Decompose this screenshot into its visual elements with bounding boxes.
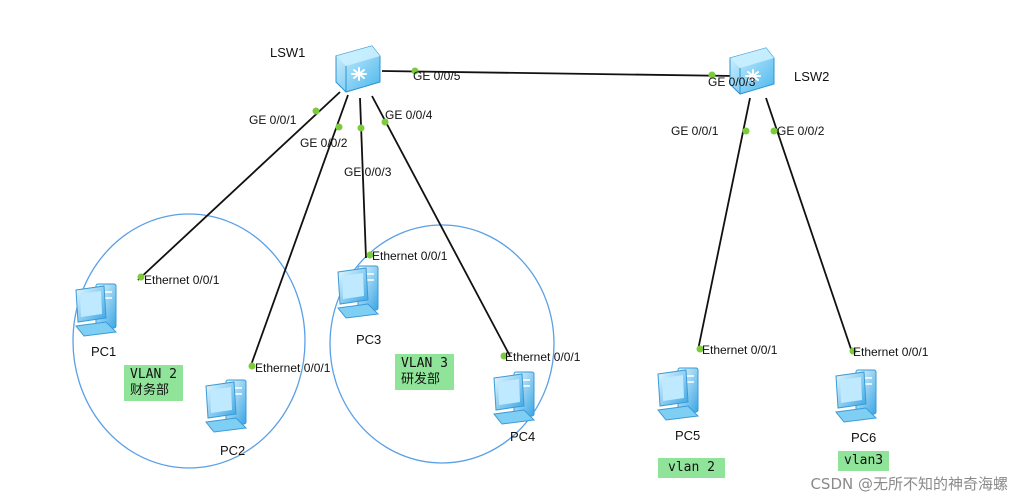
port-label-lsw2-ge003: GE 0/0/3 [708,75,756,89]
port-dot [742,127,750,135]
links-layer [137,70,853,369]
pc-pc3[interactable] [337,265,379,319]
pc-icon [835,369,877,423]
link-lsw1-lsw2 [381,70,736,77]
port-label-lsw1-ge003: GE 0/0/3 [344,165,392,179]
pc-label-pc1: PC1 [91,344,116,359]
switch-label-lsw1: LSW1 [270,45,305,60]
port-label-pc3-eth: Ethernet 0/0/1 [372,249,448,263]
pc-pc1[interactable] [75,283,117,337]
port-label-pc4-eth: Ethernet 0/0/1 [505,350,581,364]
port-dot [312,107,320,115]
port-label-pc2-eth: Ethernet 0/0/1 [255,361,331,375]
pc-label-pc2: PC2 [220,443,245,458]
pc-icon [75,283,117,337]
switch-label-lsw2: LSW2 [794,69,829,84]
vlan2-zone-circle [72,213,306,469]
pc-label-pc5: PC5 [675,428,700,443]
port-labels: GE 0/0/1 GE 0/0/2 GE 0/0/3 GE 0/0/4 GE 0… [144,69,929,375]
port-dot [381,118,389,126]
pc-pc5[interactable] [657,367,699,421]
port-label-pc6-eth: Ethernet 0/0/1 [853,345,929,359]
port-dot [708,71,716,79]
link-lsw2-pc6 [765,97,853,353]
pc6-vlan-label: vlan3 [838,451,890,471]
pc5-vlan-label: vlan 2 [658,458,725,478]
watermark-text: CSDN @无所不知的神奇海螺 [810,475,1008,493]
port-dot [500,352,508,360]
port-dot [849,347,857,355]
port-dot [335,123,343,131]
link-lsw2-pc5 [697,97,751,351]
port-dot [137,273,145,281]
port-label-lsw2-ge002: GE 0/0/2 [777,124,825,138]
link-lsw1-pc2 [249,94,349,369]
pc-icon [337,265,379,319]
port-dot [770,127,778,135]
port-label-pc1-eth: Ethernet 0/0/1 [144,273,220,287]
pc-icon [657,367,699,421]
pc-icon [493,371,535,425]
link-lsw1-pc1 [137,91,341,281]
vlan2-finance-label: VLAN 2 财务部 [124,365,183,401]
link-lsw1-pc4 [371,95,511,357]
port-dot [696,345,704,353]
switch-lsw1[interactable] [335,45,381,93]
pc-label-pc4: PC4 [510,429,535,444]
pc-icon [205,379,247,433]
pc-pc4[interactable] [493,371,535,425]
pc-pc6[interactable] [835,369,877,423]
switch-icon [335,45,381,93]
port-dot [357,124,365,132]
port-label-pc5-eth: Ethernet 0/0/1 [702,343,778,357]
pc-label-pc6: PC6 [851,430,876,445]
port-label-lsw1-ge001: GE 0/0/1 [249,113,297,127]
port-label-lsw1-ge005: GE 0/0/5 [413,69,461,83]
vlan3-zone-circle [329,224,555,464]
pc-label-pc3: PC3 [356,332,381,347]
port-dots [137,67,857,370]
port-label-lsw1-ge004: GE 0/0/4 [385,108,433,122]
port-dot [248,362,256,370]
vlan3-rd-label: VLAN 3 研发部 [395,354,454,390]
pc-pc2[interactable] [205,379,247,433]
port-dot [366,251,374,259]
port-label-lsw2-ge001: GE 0/0/1 [671,124,719,138]
port-dot [411,67,419,75]
port-label-lsw1-ge002: GE 0/0/2 [300,136,348,150]
